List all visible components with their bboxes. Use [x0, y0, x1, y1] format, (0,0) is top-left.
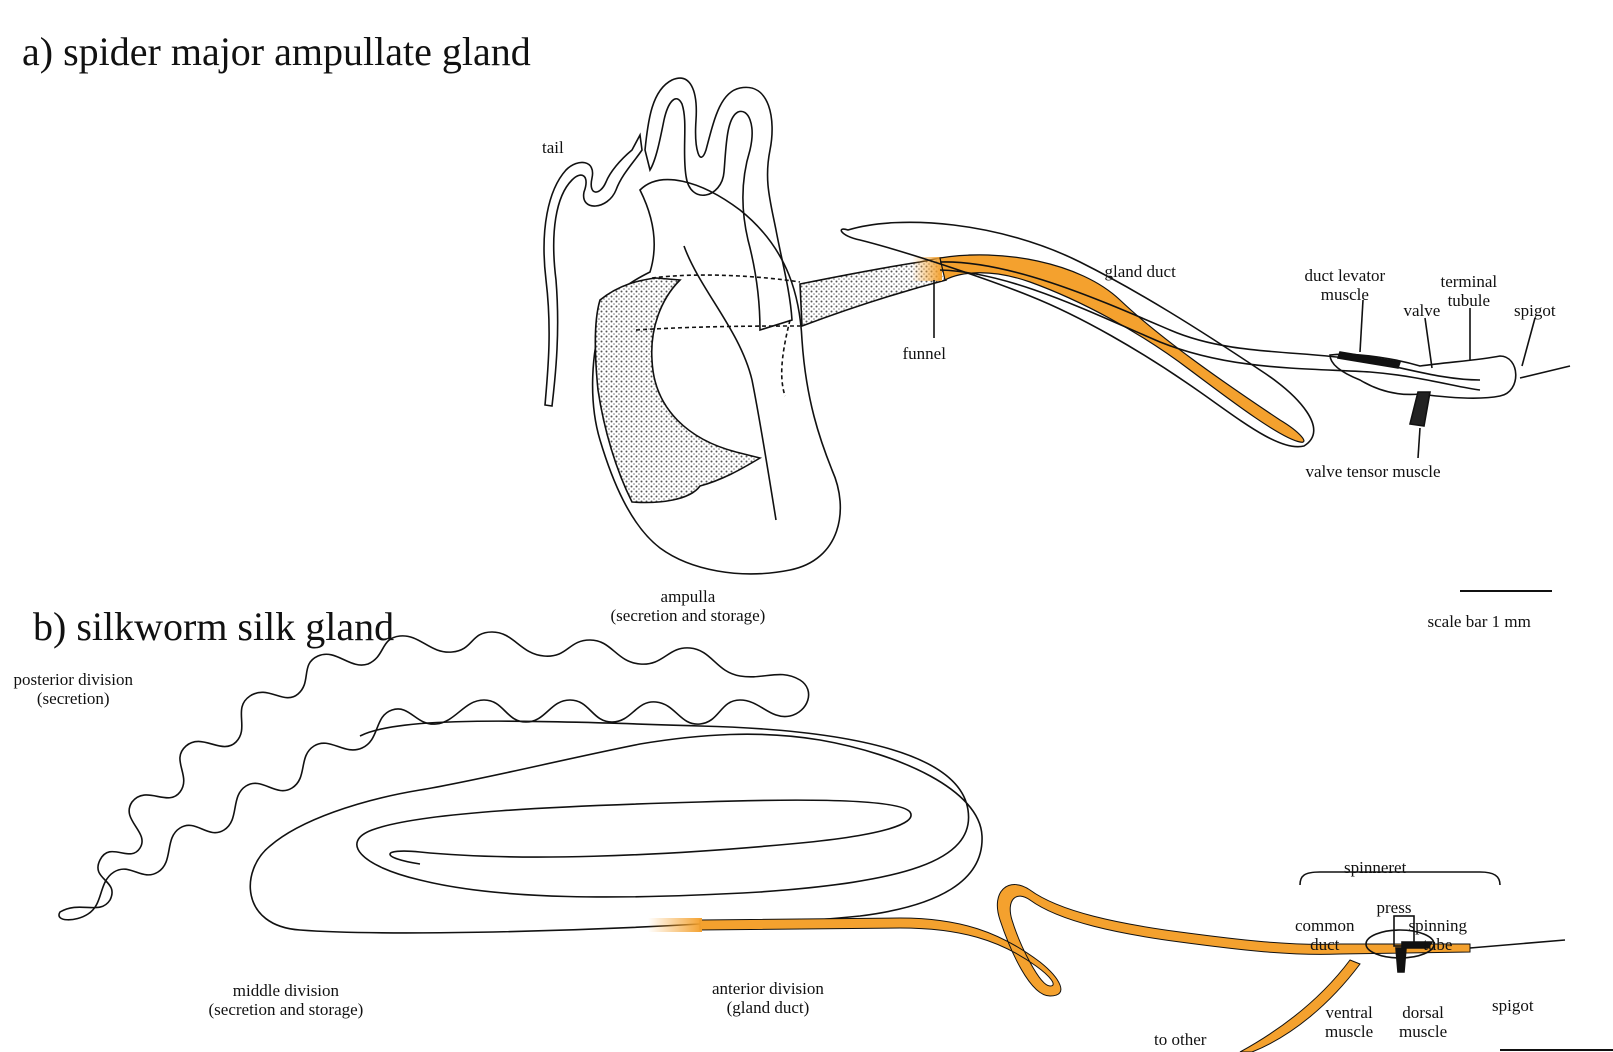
duct-levator-muscle-shape — [1338, 352, 1400, 368]
ampulla-stipple — [595, 278, 760, 502]
valve-tensor-muscle-shape — [1410, 392, 1430, 426]
scale-bar-label: scale bar 1 mm — [1428, 612, 1531, 631]
funnel-shape — [912, 257, 942, 281]
spinneret-label: spinneret — [1344, 858, 1406, 877]
to-other-label: to other — [1154, 1030, 1206, 1049]
valve-leader — [1425, 318, 1432, 368]
tail-label: tail — [542, 138, 564, 157]
spigot-label-a: spigot — [1514, 301, 1556, 320]
spigot-leader — [1522, 318, 1535, 366]
valve-label: valve — [1404, 301, 1441, 320]
ventral-muscle-shape — [1396, 948, 1406, 972]
spigot-tip — [1520, 366, 1570, 378]
spider-gland — [544, 78, 1570, 591]
middle-label: middle division(secretion and storage) — [209, 981, 364, 1019]
gland-duct-label: gland duct — [1105, 262, 1176, 281]
gland-duct-outer — [841, 222, 1313, 446]
ampulla-label: ampulla(secretion and storage) — [611, 587, 766, 625]
panel-b-title: b) silkworm silk gland — [33, 605, 394, 649]
posterior-label: posterior division(secretion) — [14, 670, 133, 708]
panel-a-title: a) spider major ampullate gland — [22, 30, 531, 74]
posterior-division-shape — [59, 632, 809, 920]
duct-levator-leader — [1360, 300, 1363, 352]
spigot-b — [1470, 940, 1565, 948]
anterior-fade — [648, 918, 702, 932]
press-label: press — [1377, 898, 1412, 917]
valve-tensor-leader — [1418, 428, 1420, 458]
anterior-label: anterior division(gland duct) — [712, 979, 824, 1017]
funnel-label: funnel — [903, 344, 946, 363]
valve-tensor-label: valve tensor muscle — [1306, 462, 1441, 481]
spigot-label-b: spigot — [1492, 996, 1534, 1015]
middle-division-shape — [250, 721, 982, 933]
